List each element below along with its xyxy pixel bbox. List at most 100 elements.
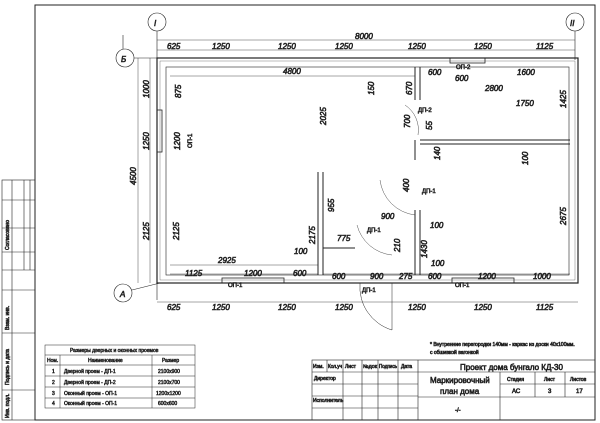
table-row: 3 Оконный проем - ОП-1 1200х1200: [52, 390, 181, 398]
dim-bottom-6: 1125: [536, 303, 554, 312]
dim-bottom-2: 1250: [278, 303, 296, 312]
stamp-inv-orig: Инв. подл.: [5, 394, 11, 418]
dim-int: 700: [403, 114, 412, 128]
tb-stage: АС: [512, 389, 521, 395]
openings-table: Размеры дверных и оконных проемов Ном. Н…: [44, 344, 196, 409]
axis-a: А: [119, 290, 125, 299]
table-row: 1 Дверной проем - ДП-1 2100х900: [52, 368, 181, 376]
dim-int: 1425: [559, 90, 568, 108]
table-row: 4 Оконный проем - ОП-1 600х600: [52, 400, 178, 408]
tb-header: Изм.: [313, 364, 324, 370]
tb-sheet-title: Маркировочный: [430, 376, 490, 385]
tb-sheet-title: план дома: [440, 387, 480, 396]
cell-size: 1200х1200: [156, 391, 181, 397]
tb-header: Подпись: [379, 364, 397, 370]
label-dp1: ДП-1: [362, 288, 376, 294]
dim-bottom-4: 1250: [408, 303, 426, 312]
dim-int: 210: [393, 238, 402, 253]
dim-int: 875: [174, 84, 183, 98]
label-op1: ОП-1: [188, 133, 194, 148]
tb-header: Кол.уч: [328, 364, 342, 370]
tb-header: Лист: [345, 364, 357, 370]
side-stamp: Согласовано Взам. инв. Подпись и дата Ин…: [1, 179, 36, 421]
cell-size: 600х600: [158, 401, 177, 407]
dim-int: 1750: [516, 99, 534, 108]
label-dp2: ДП-2: [418, 108, 432, 114]
note-line-1: * Внутренние перегородки 140мм - каркас …: [430, 342, 575, 348]
tb-stage-label: Стадия: [507, 377, 524, 383]
dim-bottom-1: 1250: [212, 303, 230, 312]
axis-1: I: [154, 19, 157, 28]
dim-overall-width: 8000: [355, 32, 373, 41]
dim-int: 1200: [173, 132, 182, 150]
cell-name: Дверной проем - ДП-1: [64, 368, 116, 375]
dim-int: 100: [430, 221, 444, 230]
cell-name: Оконный проем - ОП-1: [64, 390, 117, 397]
cell-num: 3: [52, 391, 55, 397]
dim-int: 2925: [217, 256, 236, 265]
tb-executor: Исполнитель: [313, 398, 344, 404]
cell-name: Оконный проем - ОП-1: [64, 400, 117, 407]
dim-int: 900: [370, 272, 384, 281]
dim-int: 600: [332, 272, 346, 281]
dim-int: 275: [398, 272, 413, 281]
dim-int: 4800: [283, 67, 301, 76]
dim-bottom-3: 1250: [335, 303, 353, 312]
dim-left-2: 2125: [142, 222, 151, 241]
dim-int: 670: [405, 81, 414, 95]
dim-int: 2125: [172, 222, 181, 241]
tb-sheet-label: Лист: [544, 377, 556, 383]
cell-num: 2: [52, 380, 55, 386]
tb-project-title: Проект дома бунгало КД-30: [460, 363, 564, 372]
cell-num: 1: [52, 369, 55, 375]
cell-size: 2100х900: [158, 369, 180, 375]
table-header: Ном.: [47, 358, 58, 364]
dim-int: 1000: [533, 272, 551, 281]
dim-bottom-5: 1250: [474, 303, 492, 312]
dim-int: 100: [431, 259, 445, 268]
dim-int: 1200: [244, 269, 262, 278]
note-line-2: с обшивкой вагонкой: [430, 349, 479, 356]
dim-left-0: 1000: [142, 80, 151, 98]
table-title: Размеры дверных и оконных проемов: [70, 348, 159, 354]
tb-scale: -/-: [455, 408, 461, 414]
table-header: Наименование: [88, 358, 123, 364]
tb-sheets-label: Листов: [570, 377, 587, 383]
dim-int: 2800: [484, 84, 503, 93]
dim-int: 2025: [319, 107, 328, 126]
dim-top-1: 1250: [212, 42, 230, 51]
cell-name: Дверной проем - ДП-2: [64, 379, 116, 386]
dim-top-5: 1250: [474, 42, 492, 51]
dim-int: 600: [428, 272, 442, 281]
label-op1: ОП-1: [455, 283, 470, 289]
dim-top-0: 625: [167, 42, 181, 51]
label-op1: ОП-1: [228, 283, 243, 289]
dimension-values: 8000 4500 625 1250 1250 1250 1250 1250 1…: [129, 32, 569, 313]
dim-int: 600: [455, 74, 469, 83]
tb-header: Дата: [401, 364, 412, 370]
cell-size: 2100х700: [158, 380, 180, 386]
dim-bottom-0: 625: [167, 303, 181, 312]
label-dp1: ДП-1: [367, 228, 381, 234]
dim-top-2: 1250: [278, 42, 296, 51]
table-header: Размер: [162, 358, 179, 364]
dim-top-3: 1250: [335, 42, 353, 51]
cell-num: 4: [52, 401, 55, 407]
stamp-signature-date: Подпись и дата: [5, 349, 11, 385]
windows: [156, 57, 515, 284]
dim-left-1: 1250: [142, 132, 151, 150]
dim-int: 1125: [185, 269, 203, 278]
dim-int: 2675: [559, 207, 568, 226]
dim-int: 55: [425, 121, 434, 130]
dim-int: 1600: [517, 68, 535, 77]
entry-door-swing: [359, 282, 393, 331]
dim-int: 2175: [308, 226, 317, 245]
dim-top-4: 1250: [408, 42, 426, 51]
title-block: Изм. Кол.уч Лист №док Подпись Дата Дирек…: [311, 359, 596, 421]
dim-int: 1430: [420, 240, 429, 258]
dim-int: 140: [433, 146, 442, 160]
dim-int: 600: [428, 68, 442, 77]
dim-int: 150: [367, 81, 376, 95]
dim-int: 100: [294, 247, 308, 256]
walls: [156, 57, 579, 331]
